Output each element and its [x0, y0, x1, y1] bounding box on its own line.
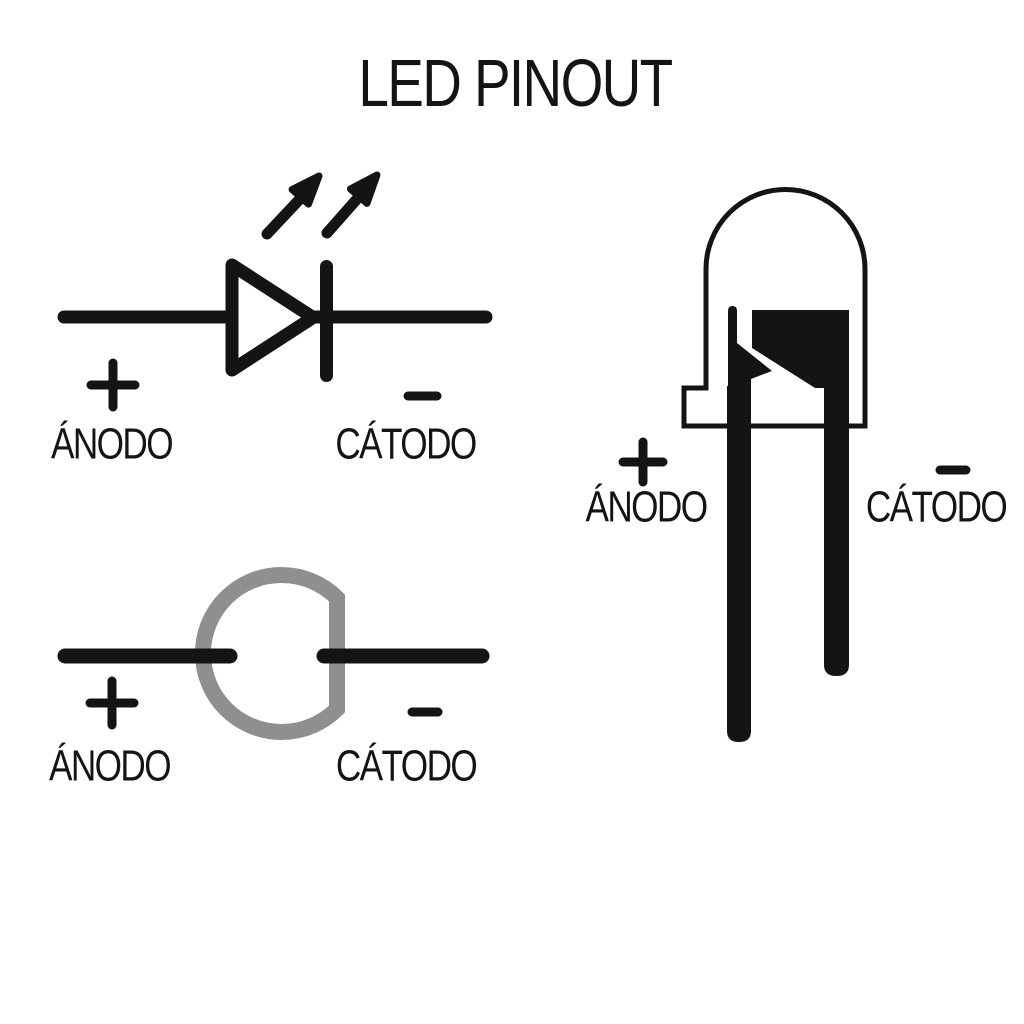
schematic-anode-label: ÁNODO [51, 419, 173, 469]
cathode-anvil-and-leg [752, 310, 849, 676]
plus-sign-icon [86, 358, 140, 412]
top-view-cathode-label: CÁTODO [336, 741, 477, 791]
plus-sign-icon [85, 676, 139, 730]
schematic-cathode-label: CÁTODO [335, 419, 476, 469]
led-physical-diagram-icon: ÁNODO CÁTODO [585, 187, 1008, 742]
physical-cathode-label: CÁTODO [866, 482, 1007, 532]
physical-anode-label: ÁNODO [585, 482, 707, 532]
emission-arrows-icon [261, 171, 381, 240]
led-schematic-symbol-icon: ÁNODO CÁTODO [51, 171, 493, 469]
diode-triangle-icon [225, 258, 320, 377]
anode-leg [727, 386, 751, 742]
led-top-view-symbol-icon: ÁNODO CÁTODO [49, 567, 490, 791]
bond-wire-icon [737, 343, 772, 395]
plus-sign-icon [618, 437, 668, 487]
anode-post-icon [728, 306, 737, 396]
page-title: LED PINOUT [358, 46, 672, 120]
top-view-anode-label: ÁNODO [49, 741, 171, 791]
